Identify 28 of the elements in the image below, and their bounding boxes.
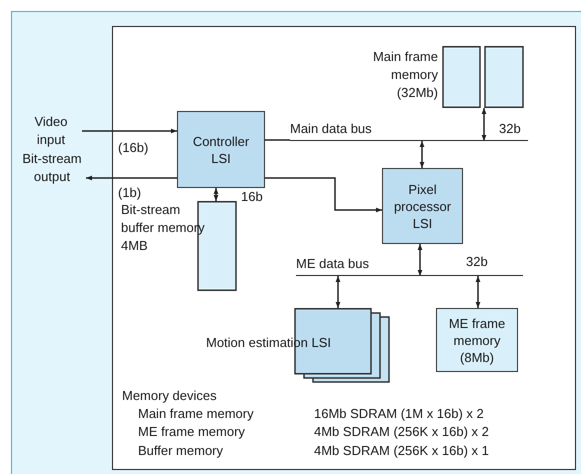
connector — [265, 139, 290, 141]
connector — [214, 188, 218, 201]
chip-box: Controller LSI — [177, 111, 265, 188]
chip-box: Pixel processor LSI — [382, 168, 463, 244]
signal-label: Bit-stream output — [18, 150, 86, 186]
chip-box: ME frame memory (8Mb) — [436, 308, 518, 372]
table-heading: Memory devices — [122, 388, 217, 404]
table-cell: Buffer memory — [138, 443, 224, 459]
bus-width-label: 16b — [241, 189, 263, 205]
connector — [476, 276, 480, 308]
connector — [418, 244, 422, 276]
table-cell: ME frame memory — [138, 424, 245, 440]
connector — [86, 176, 177, 180]
bus-width-label: (16b) — [118, 140, 148, 156]
connector — [265, 177, 382, 212]
table-cell: Main frame memory — [138, 406, 254, 422]
connector — [420, 141, 424, 168]
signal-label: Video input — [20, 113, 82, 149]
connector — [336, 276, 340, 308]
connector — [482, 108, 486, 141]
connector — [82, 128, 177, 134]
memory-chips: Main frame memory (32Mb) — [372, 46, 524, 108]
table-cell: 16Mb SDRAM (1M x 16b) x 2 — [314, 406, 484, 422]
table-cell: 4Mb SDRAM (256K x 16b) x 1 — [314, 443, 489, 459]
bus-width-label: 32b — [499, 121, 521, 137]
bus-width-label: 32b — [466, 254, 488, 270]
table-cell: 4Mb SDRAM (256K x 16b) x 2 — [314, 424, 489, 440]
bus-width-label: (1b) — [118, 185, 142, 201]
